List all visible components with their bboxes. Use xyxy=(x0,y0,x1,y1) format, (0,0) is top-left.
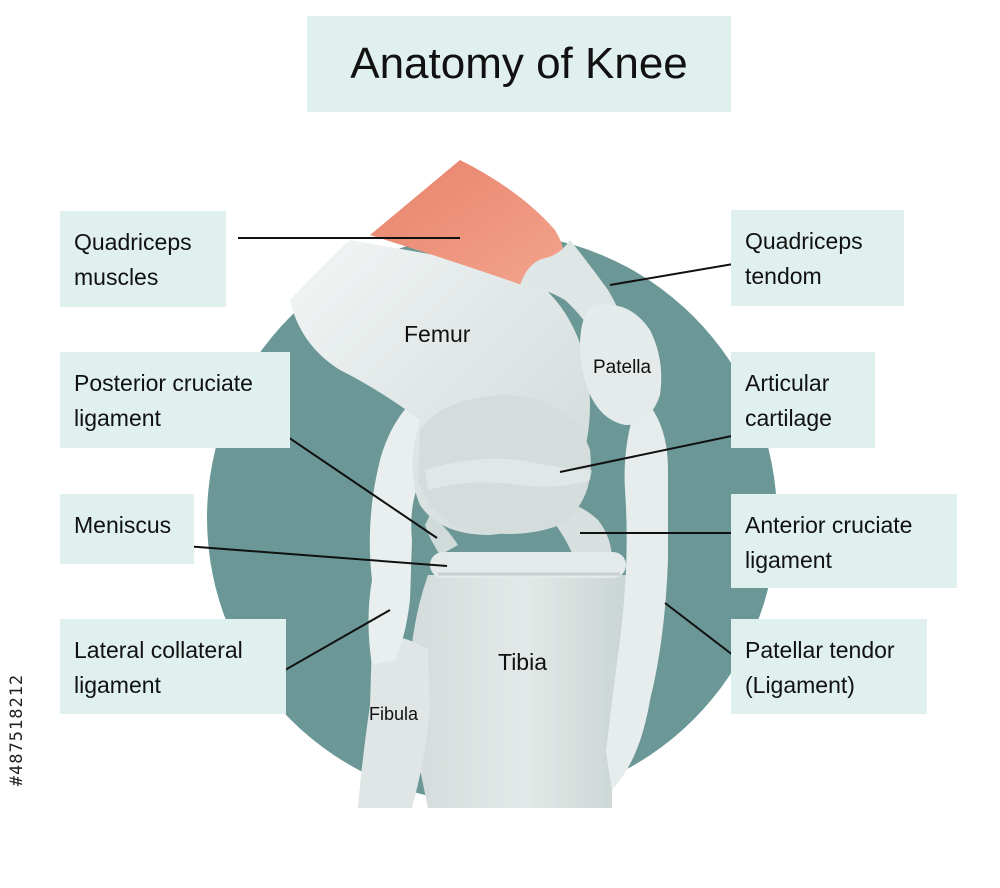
page-title: Anatomy of Knee xyxy=(350,39,688,88)
tibia-label: Tibia xyxy=(498,649,547,675)
label-posterior-cruciate-ligament: Posterior cruciate ligament xyxy=(60,352,290,448)
tibia-bone xyxy=(409,575,636,808)
label-patellar-tendor: Patellar tendor (Ligament) xyxy=(731,619,927,714)
label-articular-cartilage: Articular cartilage xyxy=(731,352,875,448)
patella-label: Patella xyxy=(593,357,652,378)
posterior-cruciate-ligament xyxy=(425,515,458,555)
label-quadriceps-tendom: Quadriceps tendom xyxy=(731,210,904,306)
fibula-bone xyxy=(358,636,430,808)
leader-line-meniscus xyxy=(171,544,448,567)
patella-bone xyxy=(580,304,662,425)
leader-line-articular-cartilage xyxy=(559,432,747,473)
quadriceps-muscles xyxy=(370,160,564,285)
femur-label: Femur xyxy=(404,321,471,347)
fibula-label: Fibula xyxy=(369,704,419,724)
stock-id-text: #487518212 xyxy=(7,673,28,787)
label-lateral-collateral-ligament: Lateral collateral ligament xyxy=(60,619,286,714)
label-anterior-cruciate-ligament: Anterior cruciate ligament xyxy=(731,494,957,588)
meniscus xyxy=(430,552,626,578)
label-quadriceps-muscles: Quadriceps muscles xyxy=(60,211,226,307)
patellar-tendon xyxy=(606,395,668,790)
leader-line-patellar-tendor xyxy=(664,602,743,663)
label-meniscus: Meniscus xyxy=(60,494,194,564)
title-box: Anatomy of Knee xyxy=(307,16,731,112)
leader-line-quadriceps-tendom xyxy=(609,261,746,286)
lateral-collateral-ligament xyxy=(368,380,470,665)
